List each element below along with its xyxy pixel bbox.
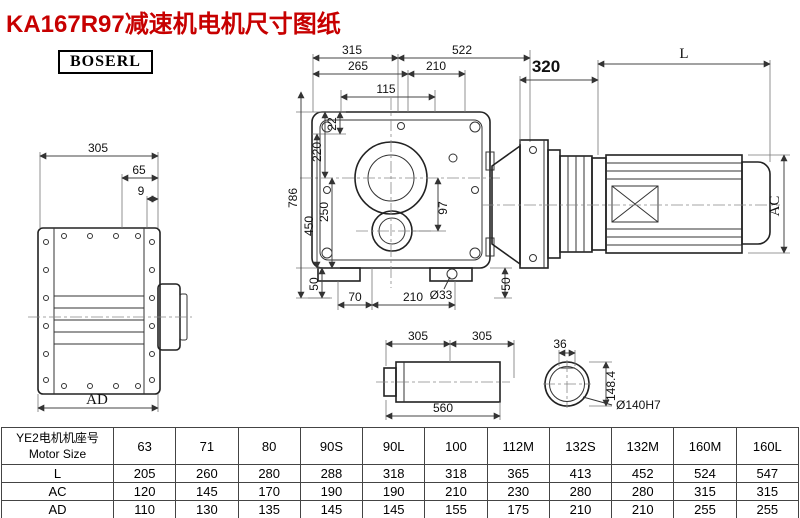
table-cell: 524: [673, 464, 737, 483]
table-cell: 175: [486, 500, 550, 518]
table-cell: 190: [299, 482, 364, 501]
motor-size-table: YE2电机机座号 Motor Size 63 71 80 90S 90L 100…: [1, 427, 800, 518]
table-header-motor-size: YE2电机机座号 Motor Size: [1, 427, 114, 465]
page-title: KA167R97减速机电机尺寸图纸: [6, 11, 341, 38]
dim-front-315: 315: [342, 43, 362, 57]
dim-shaft-305b: 305: [472, 329, 492, 343]
size-col: 112M: [486, 427, 550, 465]
table-cell: 145: [175, 482, 239, 501]
size-col: 80: [237, 427, 301, 465]
table-cell: 210: [548, 500, 613, 518]
table-cell: 280: [237, 464, 301, 483]
shaft-section-drawing: 36 148.4 Ø140H7: [543, 337, 661, 412]
dim-motor-L: L: [679, 46, 688, 62]
table-cell: 318: [424, 464, 488, 483]
header-line1: YE2电机机座号: [16, 430, 99, 445]
dim-left-305: 305: [88, 141, 108, 155]
table-cell: 155: [424, 500, 488, 518]
table-cell: 260: [175, 464, 239, 483]
size-col: 63: [112, 427, 177, 465]
shaft-drawing: 305 305 560: [376, 329, 515, 420]
front-view-drawing: 315 522 265 210 115 786 450 250 220 22: [286, 43, 531, 310]
table-cell: 135: [237, 500, 301, 518]
table-cell: 145: [299, 500, 364, 518]
dim-left-65: 65: [132, 163, 146, 177]
table-cell: 130: [175, 500, 239, 518]
dim-left-AD: AD: [86, 392, 108, 408]
size-col: 160L: [735, 427, 800, 465]
header-line2: Motor Size: [28, 447, 87, 461]
table-cell: 315: [673, 482, 737, 501]
size-col: 71: [175, 427, 239, 465]
dim-left-9: 9: [138, 184, 145, 198]
table-cell: 205: [112, 464, 177, 483]
dim-front-210b: 210: [403, 290, 423, 304]
left-view-drawing: 305 65 9 AD: [28, 141, 192, 412]
row-label: AD: [1, 500, 114, 518]
technical-drawing: 305 65 9 AD: [28, 43, 790, 420]
size-col: 132S: [548, 427, 613, 465]
table-cell: 120: [112, 482, 177, 501]
dim-front-97: 97: [436, 201, 450, 215]
dim-front-210: 210: [426, 59, 446, 73]
dim-motor-AC: AC: [767, 196, 783, 217]
size-col: 90L: [362, 427, 426, 465]
size-col: 132M: [611, 427, 675, 465]
table-cell: 190: [362, 482, 426, 501]
dim-front-50-left: 50: [307, 277, 321, 291]
table-row-AD: AD 110 130 135 145 145 155 175 210 210 2…: [1, 500, 800, 518]
table-cell: 547: [735, 464, 800, 483]
dim-motor-320: 320: [532, 57, 560, 76]
size-col: 90S: [299, 427, 364, 465]
table-cell: 315: [735, 482, 800, 501]
dim-front-522: 522: [452, 43, 472, 57]
dim-front-450: 450: [302, 216, 316, 236]
table-row-L: L 205 260 280 288 318 318 365 413 452 52…: [1, 464, 800, 483]
table-header-row: YE2电机机座号 Motor Size 63 71 80 90S 90L 100…: [1, 427, 800, 465]
size-col: 160M: [673, 427, 737, 465]
dim-shaft-305a: 305: [408, 329, 428, 343]
table-cell: 413: [548, 464, 613, 483]
table-cell: 365: [486, 464, 550, 483]
dim-front-115: 115: [376, 82, 395, 96]
table-cell: 170: [237, 482, 301, 501]
terminal-box: [611, 185, 659, 223]
table-cell: 210: [611, 500, 675, 518]
dim-front-d33: Ø33: [430, 288, 453, 302]
table-cell: 210: [424, 482, 488, 501]
dim-front-220: 220: [310, 142, 324, 162]
table-cell: 255: [673, 500, 737, 518]
size-col: 100: [424, 427, 488, 465]
table-cell: 318: [362, 464, 426, 483]
table-cell: 110: [112, 500, 177, 518]
dim-front-50-right: 50: [499, 277, 513, 291]
dim-section-36: 36: [553, 337, 567, 351]
dim-front-250: 250: [317, 202, 331, 222]
brand-logo: BOSERL: [58, 50, 153, 74]
dim-front-22: 22: [325, 117, 339, 131]
table-cell: 230: [486, 482, 550, 501]
table-cell: 288: [299, 464, 364, 483]
dim-front-70: 70: [348, 290, 362, 304]
left-view-housing: [37, 227, 161, 395]
fan-cover: [741, 161, 771, 245]
table-cell: 280: [611, 482, 675, 501]
table-cell: 280: [548, 482, 613, 501]
row-label: L: [1, 464, 114, 483]
dim-front-786: 786: [286, 188, 300, 208]
dim-shaft-560: 560: [433, 401, 453, 415]
table-cell: 255: [735, 500, 800, 518]
dim-front-265: 265: [348, 59, 368, 73]
table-cell: 452: [611, 464, 675, 483]
table-row-AC: AC 120 145 170 190 190 210 230 280 280 3…: [1, 482, 800, 501]
front-view-housing: [311, 111, 491, 269]
dim-section-140H7: Ø140H7: [616, 398, 661, 412]
dim-section-148: 148.4: [604, 371, 618, 401]
motor-side-drawing: 320 L AC: [482, 46, 790, 269]
table-cell: 145: [362, 500, 426, 518]
row-label: AC: [1, 482, 114, 501]
motor-body: [605, 154, 743, 254]
